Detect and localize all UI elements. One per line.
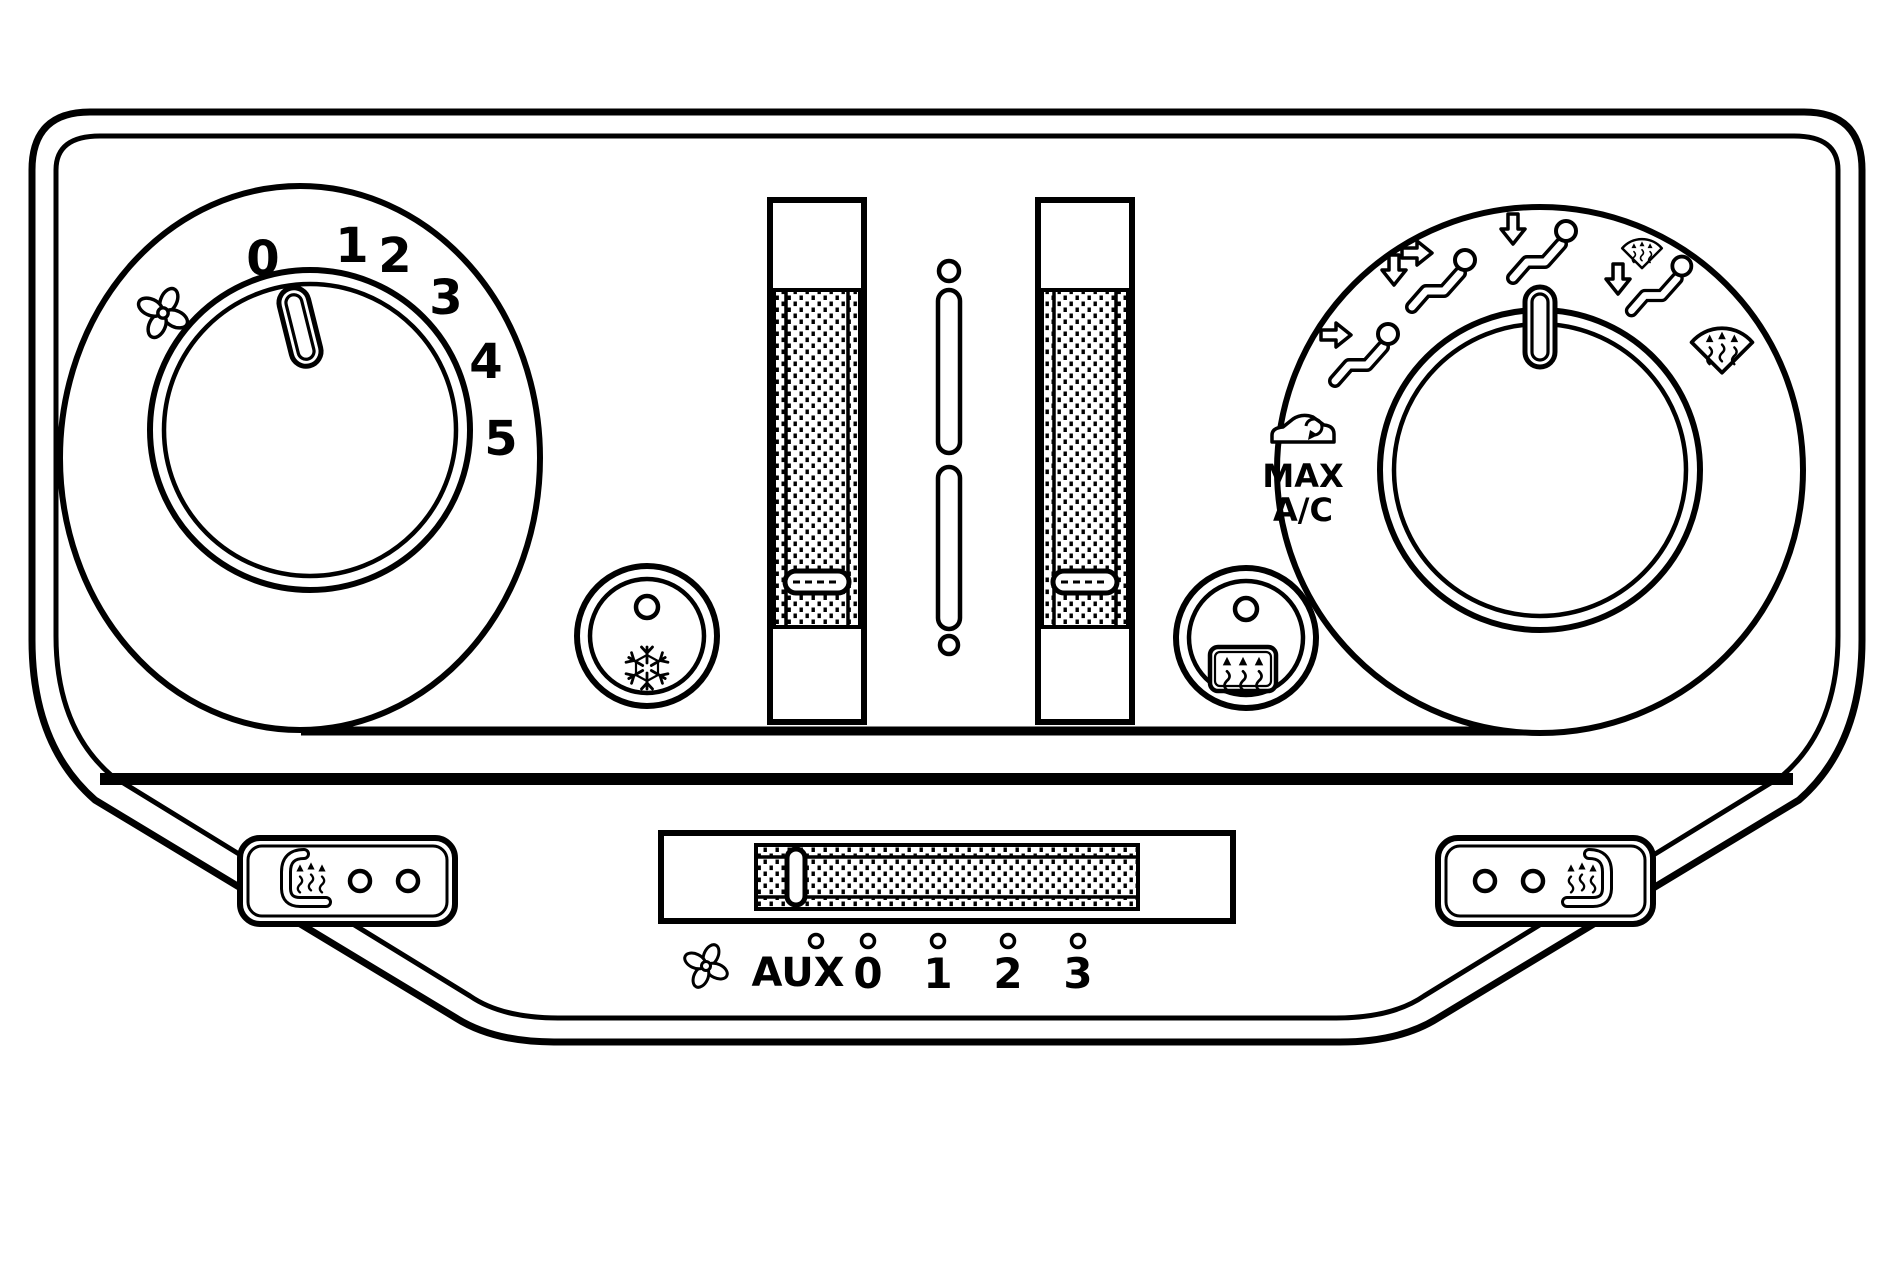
center-indicator-column — [935, 258, 963, 657]
rear-defrost-icon — [1207, 644, 1279, 694]
aux-fan-slider[interactable] — [658, 830, 1236, 924]
rear-defrost-indicator-light — [1232, 595, 1260, 623]
max-ac-label-line1: MAX — [1262, 457, 1344, 495]
temp-slider-right-handle[interactable] — [1050, 568, 1120, 596]
fan-speed-pointer — [276, 285, 324, 369]
seat-heater-right-button[interactable] — [1435, 835, 1656, 927]
air-distribution-knob[interactable]: MAX A/C — [1262, 204, 1806, 736]
seat-heater-left-indicator-2 — [395, 868, 421, 894]
aux-scale-2: 2 — [993, 949, 1022, 998]
aux-scale-row: AUX 0 1 2 3 — [680, 932, 1093, 998]
fan-speed-label-5: 5 — [484, 411, 517, 467]
aux-fan-slider-handle[interactable] — [784, 846, 808, 908]
temp-slider-left-track — [772, 288, 862, 629]
seat-heater-left-button[interactable] — [237, 835, 458, 927]
fan-speed-label-4: 4 — [469, 334, 502, 390]
aux-label: AUX — [751, 950, 844, 996]
fan-speed-label-2: 2 — [378, 228, 411, 284]
rear-defrost-button[interactable] — [1173, 565, 1319, 711]
seat-heater-left-indicator-1 — [347, 868, 373, 894]
aux-scale-1: 1 — [923, 949, 952, 998]
ac-indicator-light — [633, 593, 661, 621]
aux-scale-3: 3 — [1063, 949, 1092, 998]
temp-slider-left-handle[interactable] — [782, 568, 852, 596]
temp-slider-right[interactable] — [1035, 197, 1135, 725]
fan-speed-knob[interactable]: 0 1 2 3 4 5 — [57, 183, 543, 733]
fan-speed-label-1: 1 — [335, 218, 368, 274]
max-ac-label-line2: A/C — [1273, 491, 1333, 529]
fan-speed-knob-face — [161, 281, 459, 579]
ac-button[interactable] — [574, 563, 720, 709]
aux-fan-slider-track — [754, 843, 1140, 911]
temp-slider-left[interactable] — [767, 197, 867, 725]
seat-heater-right-indicator-1 — [1472, 868, 1498, 894]
aux-scale-0: 0 — [853, 949, 882, 998]
mode-knob-pointer — [1522, 284, 1558, 370]
fan-speed-label-3: 3 — [429, 270, 462, 326]
fan-speed-label-0: 0 — [246, 231, 279, 287]
seat-heater-right-indicator-2 — [1520, 868, 1546, 894]
